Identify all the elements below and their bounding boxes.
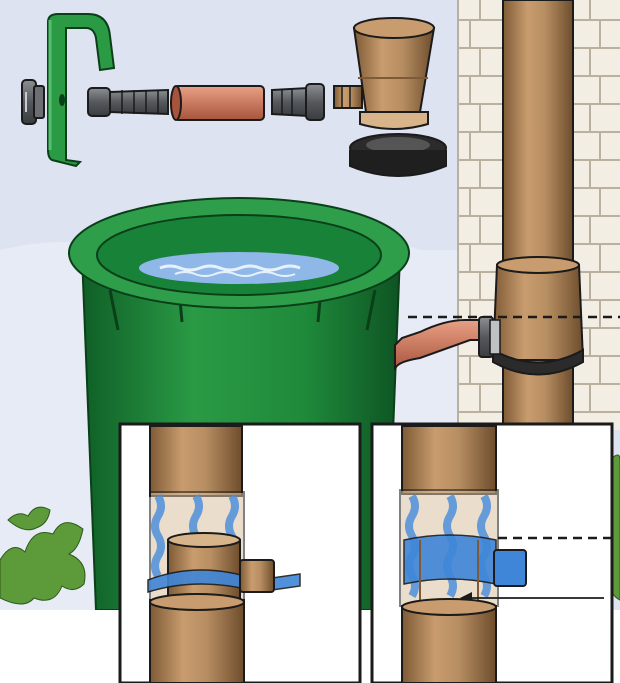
downpipe-collector-sleeve [493, 265, 583, 360]
collector-filling-view [372, 424, 612, 683]
hose-fitting-wall [479, 317, 500, 357]
threaded-adapter-right-icon [272, 84, 324, 120]
downpipe [493, 0, 583, 430]
hose-segment-icon [171, 86, 264, 120]
threaded-adapter-icon [88, 88, 168, 116]
overflow-closed-view [120, 424, 360, 683]
lock-nut-icon [22, 80, 44, 124]
